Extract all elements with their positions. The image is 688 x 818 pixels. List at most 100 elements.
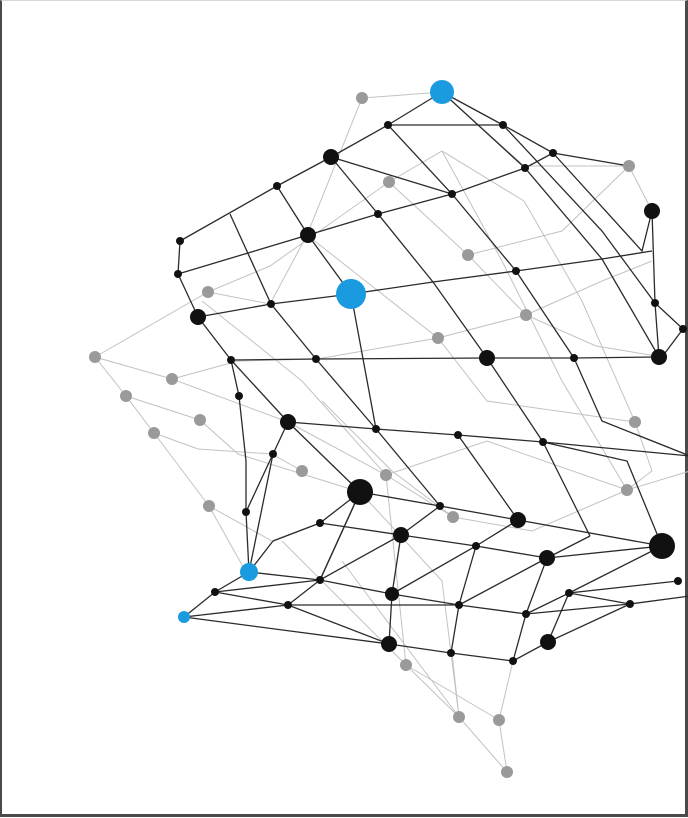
gray-node [447,511,459,523]
gray-node [453,711,465,723]
gray-node [356,92,368,104]
gray-node [432,332,444,344]
foreground-lattice-line [458,435,518,520]
blue-node [430,80,454,104]
black-node-small [447,649,455,657]
foreground-lattice-line [388,125,574,358]
gray-node [166,373,178,385]
gray-node [493,714,505,726]
foreground-lattice-line [231,357,659,360]
foreground-lattice-line [180,92,442,241]
foreground-lattice-line [184,617,389,644]
black-node-small [522,610,530,618]
black-node-small [267,300,275,308]
blue-node [240,563,258,581]
background-lattice-line [438,261,652,338]
foreground-lattice-line [569,546,662,593]
black-node-small [539,438,547,446]
foreground-lattice-line [178,153,553,274]
foreground-lattice-line [288,422,688,456]
black-node-medium [190,309,206,325]
black-node-small [674,577,682,585]
gray-node [383,176,395,188]
black-node-small [512,267,520,275]
foreground-lattice-line [215,580,459,605]
black-node-small [316,519,324,527]
foreground-lattice-line [320,492,360,580]
foreground-lattice-line [184,596,688,617]
black-node-medium [651,349,667,365]
blue-node-group [178,80,454,623]
foreground-lattice-line [574,358,688,456]
black-node-small [448,190,456,198]
black-node-small [570,354,578,362]
background-lattice-line [126,396,246,572]
gray-node [148,427,160,439]
black-node-small [273,182,281,190]
black-node-small [174,270,182,278]
black-node-small [472,542,480,550]
black-node-small [565,589,573,597]
gray-node [380,469,392,481]
gray-node [400,659,412,671]
black-node-medium [539,550,555,566]
background-lattice-line [95,98,362,357]
black-node-small [176,237,184,245]
foreground-lattice-line [231,360,246,512]
foreground-lattice-line [178,241,198,317]
black-node-small [227,356,235,364]
foreground-lattice-line [215,592,389,644]
background-lattice-line [386,475,507,772]
foreground-lattice-line [389,604,630,661]
foreground-lattice-line [273,492,360,541]
background-lattice-line [95,357,453,517]
background-lattice-line [202,301,386,475]
black-node-small [242,508,250,516]
background-lattice-lines [95,92,688,772]
gray-node [89,351,101,363]
gray-node [501,766,513,778]
black-node-small [312,355,320,363]
black-node-small [284,601,292,609]
black-node-medium [393,527,409,543]
background-lattice-line [386,441,688,490]
foreground-lattice-line [316,359,376,429]
foreground-lattice-line [652,211,683,329]
background-lattice-line [342,561,459,717]
foreground-lattice-line [553,153,652,251]
gray-node [194,414,206,426]
gray-node [462,249,474,261]
black-node-small [384,121,392,129]
black-node-medium [323,149,339,165]
foreground-lattice-line [246,422,288,512]
foreground-lattice-line [442,92,629,166]
foreground-lattice-line [246,512,249,572]
foreground-lattice-line [198,251,652,317]
background-lattice-line [442,151,627,490]
background-lattice-line [307,235,635,422]
gray-node [623,160,635,172]
black-node-medium [540,634,556,650]
black-node-large [347,479,373,505]
black-node-large [649,533,675,559]
gray-node [120,390,132,402]
black-node-small [211,588,219,596]
black-node-small [374,210,382,218]
black-node-small [549,149,557,157]
black-node-small [269,450,277,458]
black-node-small [436,502,444,510]
black-node-medium [644,203,660,219]
black-node-small [679,325,687,333]
gray-node [203,500,215,512]
gray-node [621,484,633,496]
foreground-lattice-line [655,303,659,357]
black-node-medium [300,227,316,243]
black-node-medium [510,512,526,528]
foreground-lattice-line [331,157,452,194]
black-node-small [499,121,507,129]
black-node-small [455,601,463,609]
black-node-small [372,425,380,433]
background-lattice-line [453,490,627,531]
